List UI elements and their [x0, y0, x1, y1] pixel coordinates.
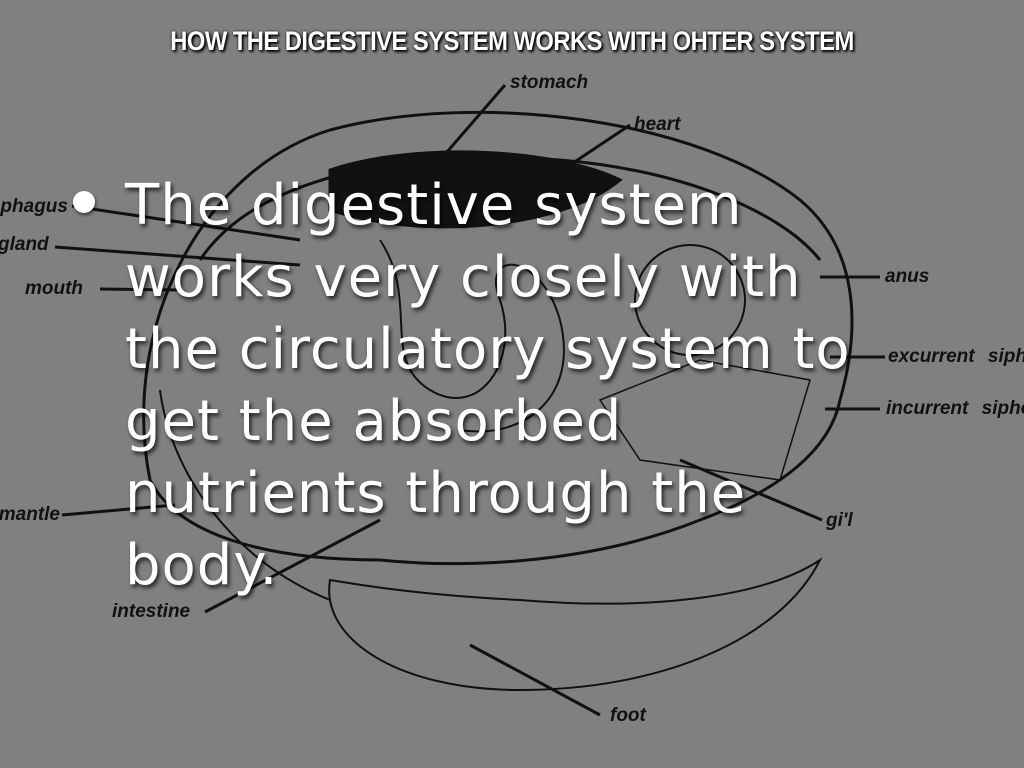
intestine-pointer — [204, 518, 381, 614]
bullet-line: get the absorbed — [125, 389, 623, 454]
mouth-pointer — [99, 287, 181, 292]
stomach-outline — [328, 150, 623, 229]
gland-outline — [634, 244, 746, 356]
label-mouth: mouth — [25, 278, 84, 299]
heart-pointer — [524, 123, 631, 197]
label-heart: heart — [634, 114, 681, 135]
bullet-line: the circulatory system to — [125, 317, 851, 382]
bullet-line: body. — [125, 533, 279, 598]
stomach-pointer — [438, 84, 507, 161]
shell-outline — [142, 110, 854, 566]
bullet-line: works very closely with — [125, 245, 802, 310]
label-excurrent-siphon: excurrent siphon — [888, 346, 1024, 367]
bullet-icon — [73, 191, 95, 213]
label-esophagus: esophagus — [0, 196, 68, 217]
label-anus: anus — [885, 266, 930, 287]
mantle-outline — [159, 389, 331, 601]
esophagus-pointer — [71, 204, 301, 242]
label-gland: gland — [0, 234, 49, 255]
gill-outline — [598, 359, 811, 481]
label-incurrent-siphon: incurrent siphon — [886, 398, 1024, 419]
label-stomach: stomach — [510, 72, 589, 93]
bullet-line: nutrients through the — [125, 461, 747, 526]
label-foot: foot — [610, 705, 646, 726]
slide-title: HOW THE DIGESTIVE SYSTEM WORKS WITH OHTE… — [170, 26, 854, 56]
mantle-pointer — [61, 503, 176, 517]
foot-outline — [328, 557, 823, 692]
label-mantle: mantle — [0, 504, 60, 525]
gland-pointer — [54, 245, 301, 267]
intestine-loops — [379, 239, 565, 433]
foot-pointer — [469, 643, 601, 717]
bullet-line: The digestive system — [125, 173, 743, 238]
bullet-text: The digestive system works very closely … — [125, 170, 851, 602]
label-intestine: intestine — [112, 601, 191, 622]
gill-pointer — [679, 458, 823, 522]
label-gill: gi'l — [826, 510, 853, 531]
